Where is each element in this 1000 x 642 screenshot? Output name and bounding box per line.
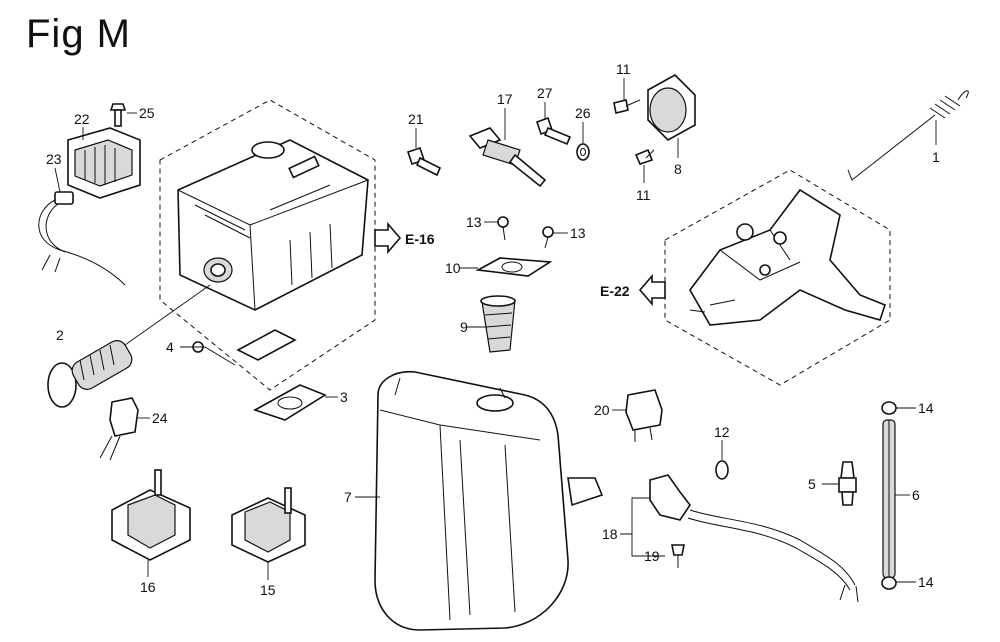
leader-23 xyxy=(54,167,61,193)
callout-10: 10 xyxy=(445,260,461,276)
rod-spring-part-1 xyxy=(847,90,969,181)
callout-20: 20 xyxy=(594,402,610,418)
washer-part-12 xyxy=(715,460,729,480)
bolt-part-27 xyxy=(535,116,572,146)
callout-22: 22 xyxy=(74,111,90,127)
clamp-part-14-lower xyxy=(881,576,897,590)
callout-6: 6 xyxy=(912,487,920,503)
leader-19 xyxy=(631,534,665,557)
leader-2 xyxy=(124,284,211,346)
bolt-part-25 xyxy=(109,103,127,127)
gasket-part-3 xyxy=(236,329,327,421)
callout-8: 8 xyxy=(674,161,682,177)
callout-12: 12 xyxy=(714,424,730,440)
bolt-part-11-upper xyxy=(613,99,641,114)
callout-11-lower: 11 xyxy=(636,187,651,203)
leader-4 xyxy=(180,346,236,366)
spark-plug-part-17 xyxy=(468,127,547,188)
callout-3: 3 xyxy=(340,389,348,405)
callout-15: 15 xyxy=(260,582,276,598)
fuel-tank xyxy=(177,139,369,311)
callout-9: 9 xyxy=(460,319,468,335)
callout-24: 24 xyxy=(152,410,168,426)
bolt-part-19 xyxy=(671,544,685,568)
mount-part-16 xyxy=(111,469,191,561)
callout-11-upper: 11 xyxy=(616,61,631,77)
callout-25: 25 xyxy=(139,105,155,121)
clamp-part-14-upper xyxy=(881,401,897,415)
gasket-part-10 xyxy=(475,257,553,277)
washer-part-26 xyxy=(576,143,590,161)
muffler-part-7 xyxy=(374,370,604,631)
callout-19: 19 xyxy=(644,548,660,564)
figure-title: Fig M xyxy=(26,12,131,56)
reference-e22: E-22 xyxy=(600,283,630,299)
tube-part-6 xyxy=(882,419,896,579)
control-bracket xyxy=(689,188,886,326)
screw-part-13-left xyxy=(497,216,509,241)
e16-reference-arrow xyxy=(374,221,402,255)
callout-14-upper: 14 xyxy=(918,400,934,416)
callout-4: 4 xyxy=(166,339,174,355)
leader-18 xyxy=(620,497,650,535)
callout-16: 16 xyxy=(140,579,156,595)
sensor-part-18 xyxy=(649,474,859,603)
callout-18: 18 xyxy=(602,526,618,542)
control-unit-part-22 xyxy=(67,127,141,199)
callout-14-lower: 14 xyxy=(918,574,934,590)
callout-7: 7 xyxy=(344,489,352,505)
cap-part-8 xyxy=(647,74,696,141)
connector-part-24 xyxy=(99,397,139,461)
wire-harness-part-23 xyxy=(38,191,126,286)
filter-screen-part-9 xyxy=(480,295,516,353)
bolt-part-11-lower xyxy=(634,148,655,165)
fuel-strainer-part-2 xyxy=(47,340,133,408)
relay-part-20 xyxy=(625,389,663,442)
callout-13-left: 13 xyxy=(466,214,482,230)
callout-1: 1 xyxy=(932,149,940,165)
mount-part-15 xyxy=(231,487,306,563)
callout-21: 21 xyxy=(408,111,424,127)
callout-27: 27 xyxy=(537,85,553,101)
e22-reference-arrow xyxy=(638,273,666,307)
screw-part-13-right xyxy=(542,226,554,249)
reference-e16: E-16 xyxy=(405,231,435,247)
bolt-part-21 xyxy=(406,146,442,177)
callout-17: 17 xyxy=(497,91,513,107)
callout-13-right: 13 xyxy=(570,225,586,241)
fuel-tank-group-outline xyxy=(159,99,376,391)
callout-23: 23 xyxy=(46,151,62,167)
callout-2: 2 xyxy=(56,327,64,343)
fitting-part-5 xyxy=(838,461,857,506)
callout-26: 26 xyxy=(575,105,591,121)
callout-5: 5 xyxy=(808,476,816,492)
